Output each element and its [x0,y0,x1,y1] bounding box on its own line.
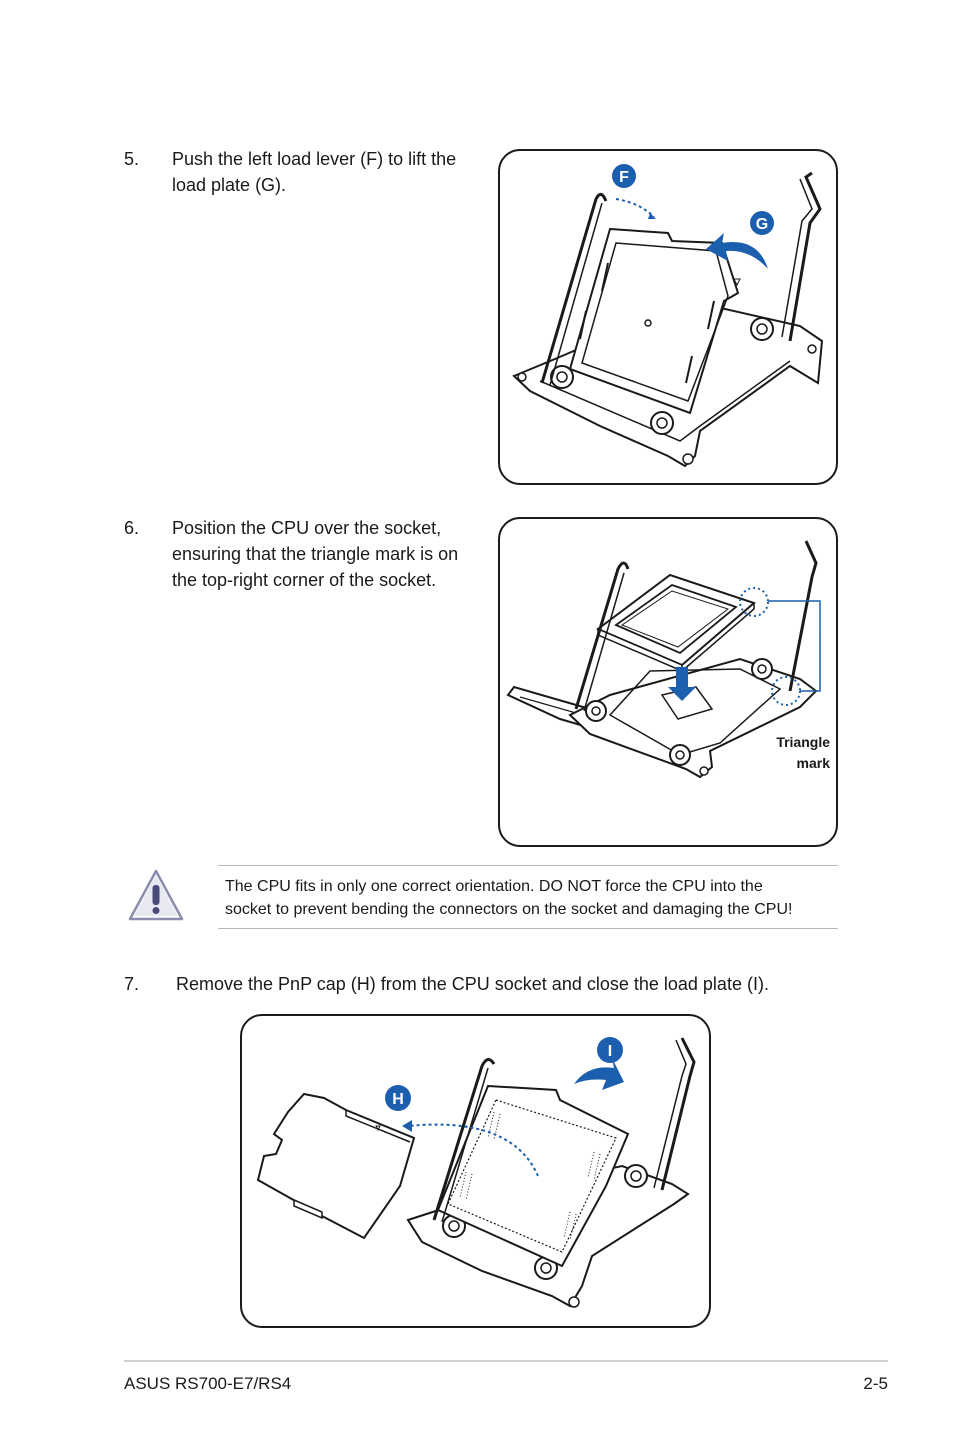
step-text-line: the top-right corner of the socket. [172,570,437,590]
caution-line: socket to prevent bending the connectors… [225,901,793,918]
socket-diagram-step6: Triangle mark [506,540,831,779]
triangle-mark-label: Triangle [776,734,830,750]
badge-h [385,1085,411,1111]
label-i: I [608,1043,612,1060]
caution-line: The CPU fits in only one correct orienta… [225,878,763,895]
footer-rule [124,1360,888,1362]
label-g: G [756,216,768,233]
figure-lift-load-plate: F G [498,149,838,485]
step-text-line: ensuring that the triangle mark is on [172,544,459,564]
step-number: 5. [124,149,140,169]
badge-g [750,211,774,235]
socket-diagram-step5: F G [512,164,824,468]
caution-text: The CPU fits in only one correct orienta… [225,875,845,921]
figure-remove-pnp-cap: H I [240,1014,711,1328]
step-text-line: Push the left load lever (F) to lift the [172,149,457,169]
caution-icon [126,867,186,930]
step-text: Push the left load lever (F) to lift the… [172,146,456,198]
badge-i [597,1037,623,1063]
footer-model: ASUS RS700-E7/RS4 [124,1374,292,1393]
triangle-mark-label: mark [797,755,831,771]
step-number: 7. [124,974,140,994]
step-number: 6. [124,518,140,538]
badge-f [612,164,636,188]
caution-note: The CPU fits in only one correct orienta… [218,865,838,929]
step-5: 5. Push the left load lever (F) to lift … [124,146,484,206]
step-7: 7. Remove the PnP cap (H) from the CPU s… [124,971,884,999]
figure-position-cpu: Triangle mark [498,517,838,847]
step-text: Remove the PnP cap (H) from the CPU sock… [176,974,769,994]
label-h: H [392,1091,404,1108]
label-f: F [619,169,629,186]
footer-page-number: 2-5 [863,1374,888,1393]
socket-diagram-step7: H I [256,1037,696,1308]
step-text: Position the CPU over the socket, ensuri… [172,515,458,593]
step-text-line: load plate (G). [172,175,287,195]
step-text-line: Position the CPU over the socket, [172,518,442,538]
step-6: 6. Position the CPU over the socket, ens… [124,515,484,599]
